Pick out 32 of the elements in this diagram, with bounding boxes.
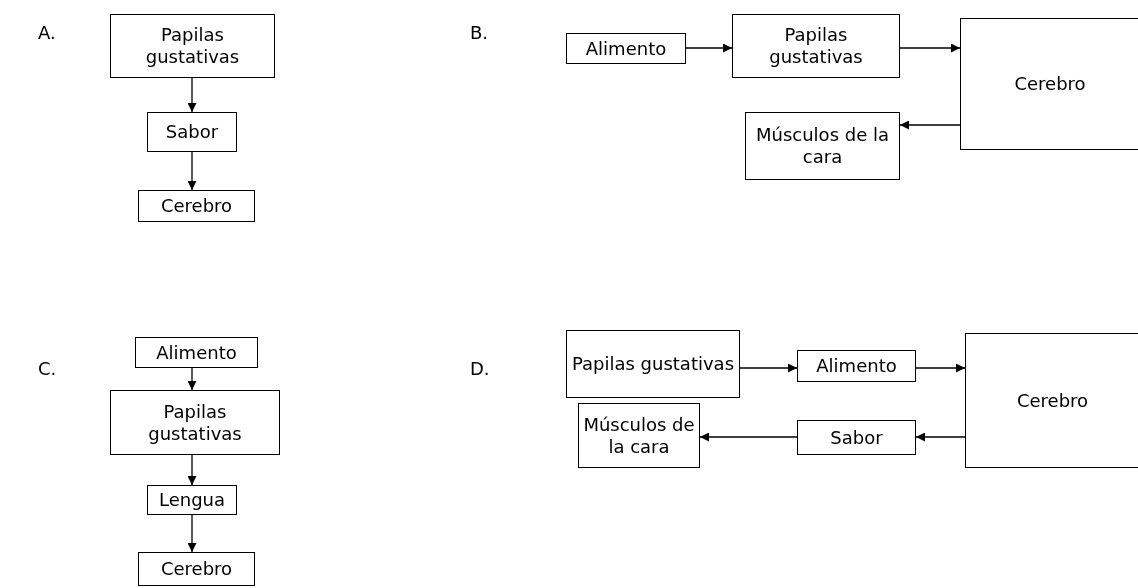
process-box: Cerebro [965, 333, 1138, 468]
process-box: Alimento [135, 337, 258, 368]
arrow [899, 120, 961, 130]
arrow [915, 363, 966, 373]
process-box: Alimento [797, 350, 916, 382]
process-box: Lengua [147, 485, 237, 515]
panel-letter: A. [38, 22, 56, 43]
panel-letter: D. [470, 358, 490, 379]
arrow [187, 514, 197, 553]
arrow [685, 43, 733, 53]
panel-letter: C. [38, 358, 57, 379]
arrow [187, 367, 197, 391]
process-box: Sabor [797, 420, 916, 455]
process-box: Sabor [147, 112, 237, 152]
arrow [187, 454, 197, 486]
process-box: Papilas gustativas [732, 14, 900, 78]
panel-letter: B. [470, 22, 489, 43]
process-box: Cerebro [138, 552, 255, 586]
process-box: Músculos de la cara [578, 403, 700, 468]
arrow [915, 432, 966, 442]
process-box: Cerebro [960, 18, 1138, 150]
arrow [187, 77, 197, 113]
process-box: Papilas gustativas [110, 14, 275, 78]
process-box: Papilas gustativas [110, 390, 280, 455]
process-box: Cerebro [138, 190, 255, 222]
arrow [899, 43, 961, 53]
process-box: Papilas gustativas [566, 330, 740, 398]
arrow [699, 432, 798, 442]
process-box: Alimento [566, 33, 686, 64]
arrow [739, 363, 798, 373]
process-box: Músculos de la cara [745, 112, 900, 180]
arrow [187, 151, 197, 191]
